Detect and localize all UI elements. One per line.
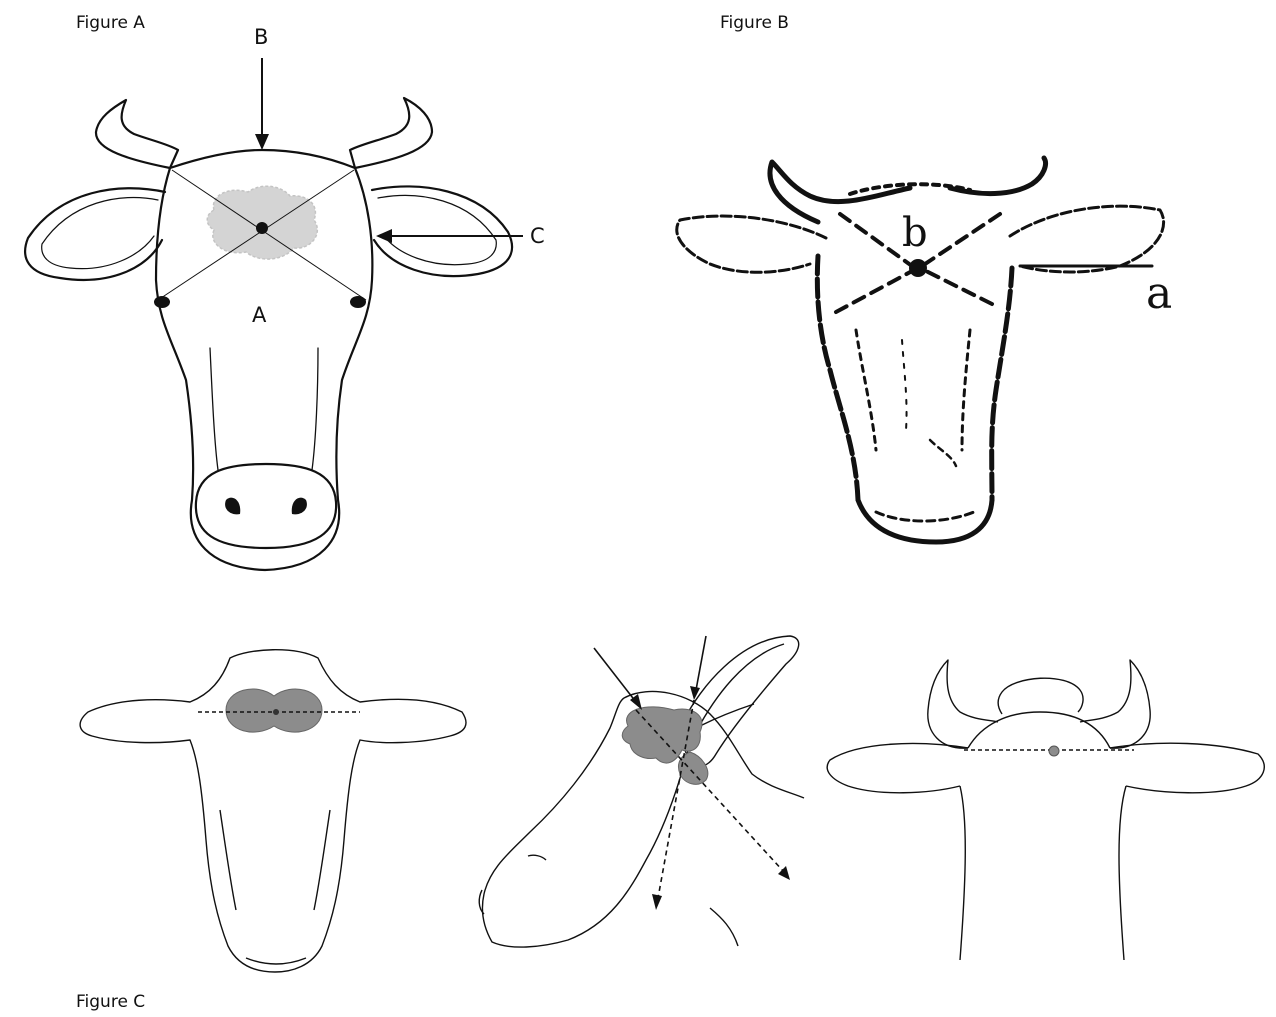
- left-ear: [677, 216, 826, 272]
- figure-c-title: Figure C: [76, 992, 145, 1012]
- label-b: B: [254, 25, 268, 49]
- left-horn: [96, 100, 178, 168]
- stun-point: [256, 222, 268, 234]
- label-a: A: [252, 303, 267, 327]
- right-horn: [350, 98, 432, 168]
- figure-a-diagram: B C A: [0, 0, 600, 580]
- left-nostril: [225, 498, 240, 515]
- figure-c-front-view: [70, 640, 480, 980]
- figure-c-poll-view: [818, 650, 1276, 970]
- stun-point: [273, 709, 279, 715]
- muzzle: [858, 500, 992, 542]
- left-ear: [827, 744, 968, 793]
- head-left-side: [817, 256, 858, 500]
- label-a: a: [1146, 268, 1172, 319]
- stun-point: [909, 259, 927, 277]
- head-top: [968, 712, 1110, 748]
- right-ear: [1010, 206, 1164, 272]
- label-c: C: [530, 224, 545, 248]
- figure-b-title: Figure B: [720, 13, 789, 33]
- right-horn: [1080, 660, 1150, 748]
- muzzle: [196, 464, 336, 548]
- head-right-side: [992, 268, 1012, 500]
- right-nostril: [292, 498, 307, 515]
- figure-b-diagram: b a: [640, 140, 1240, 560]
- stun-point: [1049, 746, 1059, 756]
- label-b: b: [902, 210, 928, 256]
- figure-c-side-view: [470, 628, 830, 974]
- left-ear: [25, 188, 165, 280]
- right-ear: [372, 186, 512, 276]
- left-horn: [928, 660, 998, 748]
- ear: [684, 636, 799, 766]
